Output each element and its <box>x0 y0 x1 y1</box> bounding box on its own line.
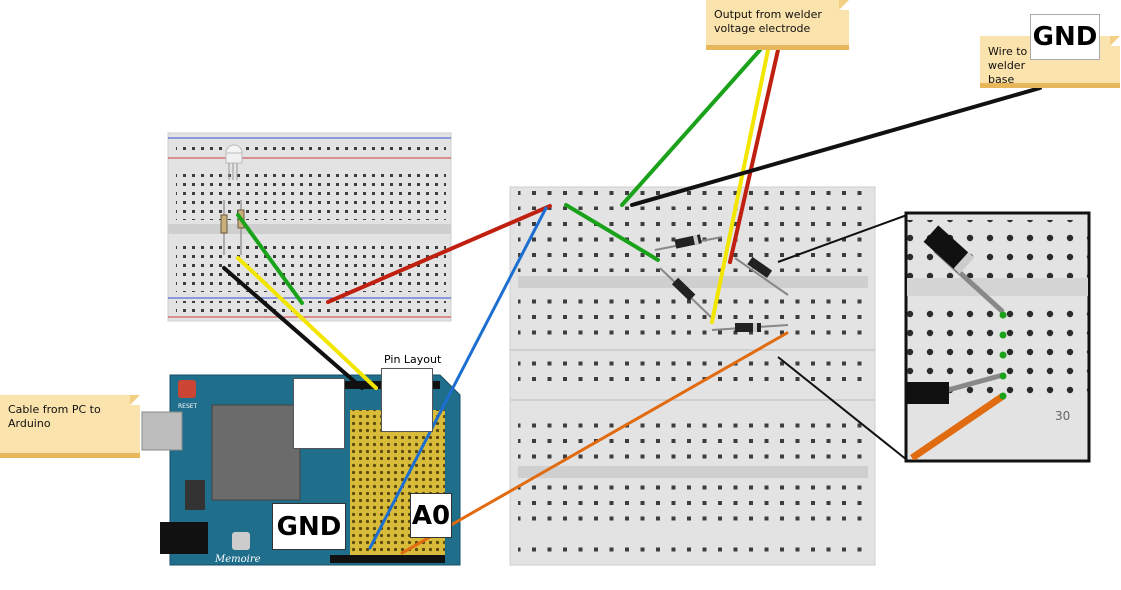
diode-bridge <box>654 234 789 332</box>
wires <box>222 48 1042 555</box>
wire-yellow-arduino <box>236 256 378 390</box>
note-wire-to-base: Wire to welder base <box>980 36 1120 88</box>
reset-label: RESET <box>178 403 198 410</box>
note-output-electrode: Output from welder voltage electrode <box>706 0 849 50</box>
gnd-label-arduino-text: GND <box>276 511 342 542</box>
main-breadboard <box>509 186 876 566</box>
small-breadboard <box>167 132 452 322</box>
wire-red-small-board <box>326 204 552 304</box>
gnd-label-top: GND <box>1030 14 1100 60</box>
pin-layout-label: Pin Layout <box>384 353 442 366</box>
pin-box-right <box>381 368 433 432</box>
wire-red-electrode <box>728 48 780 264</box>
zoom-column-label: 30 <box>1055 409 1070 423</box>
wire-yellow-electrode <box>710 48 770 324</box>
wire-green-electrode <box>620 48 762 207</box>
wire-green-bridge <box>564 203 660 262</box>
gnd-label-top-text: GND <box>1032 22 1098 52</box>
zoom-inset: 30 <box>777 211 1091 463</box>
note-cable-pc: Cable from PC to Arduino <box>0 395 140 458</box>
rgb-led <box>225 144 243 180</box>
note-output-electrode-text: Output from welder voltage electrode <box>714 8 822 35</box>
wire-green-led <box>236 213 304 305</box>
a0-label: A0 <box>410 493 452 538</box>
wire-orange-a0 <box>400 331 789 555</box>
wire-blue-gnd <box>368 206 548 550</box>
a0-label-text: A0 <box>411 500 451 531</box>
gnd-label-arduino: GND <box>272 503 346 550</box>
wire-black-arduino <box>222 266 364 390</box>
wire-black-welder-base <box>630 86 1042 207</box>
arduino-brand: Memoire <box>214 554 261 565</box>
note-cable-pc-text: Cable from PC to Arduino <box>8 403 101 430</box>
pin-box-left <box>293 378 345 449</box>
note-wire-to-base-text: Wire to welder base <box>988 45 1028 86</box>
